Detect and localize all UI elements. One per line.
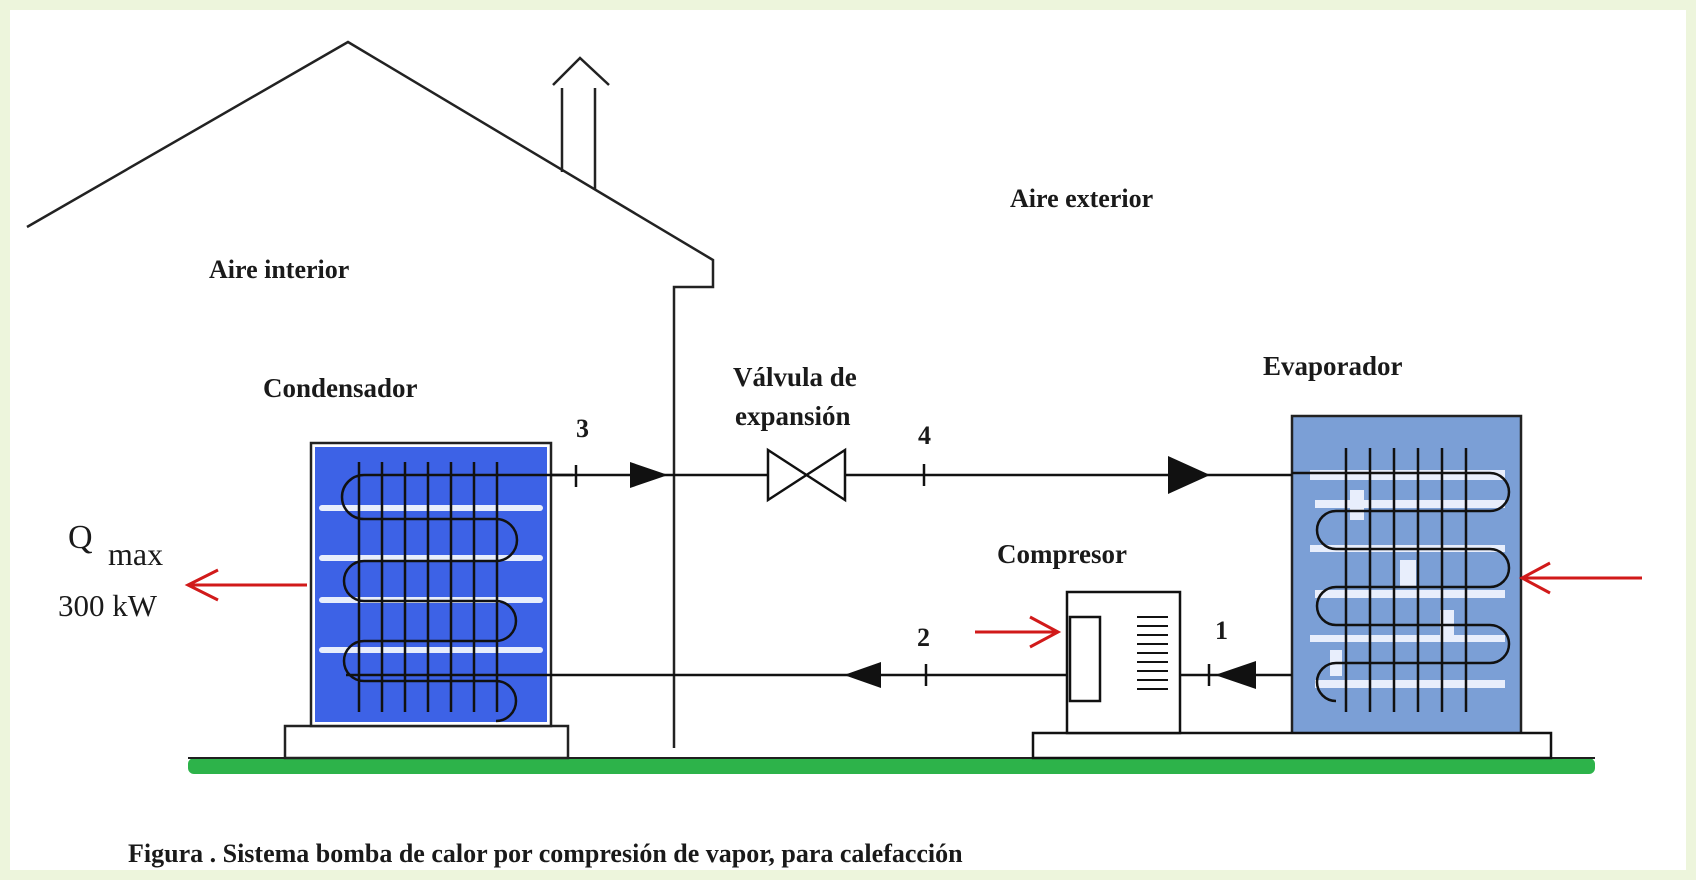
valve-label-line1: Válvula de [733,362,857,392]
outside-air-label: Aire exterior [1010,184,1153,213]
heat-subscript: max [108,536,163,572]
heat-arrows [184,561,1642,649]
flow-arrows [630,456,1256,689]
state-point-4: 4 [918,421,931,450]
compressor [1031,590,1553,760]
state-point-3: 3 [576,414,589,443]
ground [188,757,1595,774]
condenser-label: Condensador [263,373,418,403]
heat-symbol: Q [68,519,93,556]
condenser-unit [283,441,1070,760]
state-point-2: 2 [917,623,930,652]
valve-label-line2: expansión [735,401,851,431]
house-outline [26,40,715,748]
figure-caption: Figura . Sistema bomba de calor por comp… [128,839,963,868]
heat-value: 300 kW [58,588,158,623]
state-point-1: 1 [1215,616,1228,645]
evaporator-label: Evaporador [1263,351,1403,381]
expansion-valve [766,447,847,503]
compressor-label: Compresor [997,539,1127,569]
inside-air-label: Aire interior [209,255,349,284]
